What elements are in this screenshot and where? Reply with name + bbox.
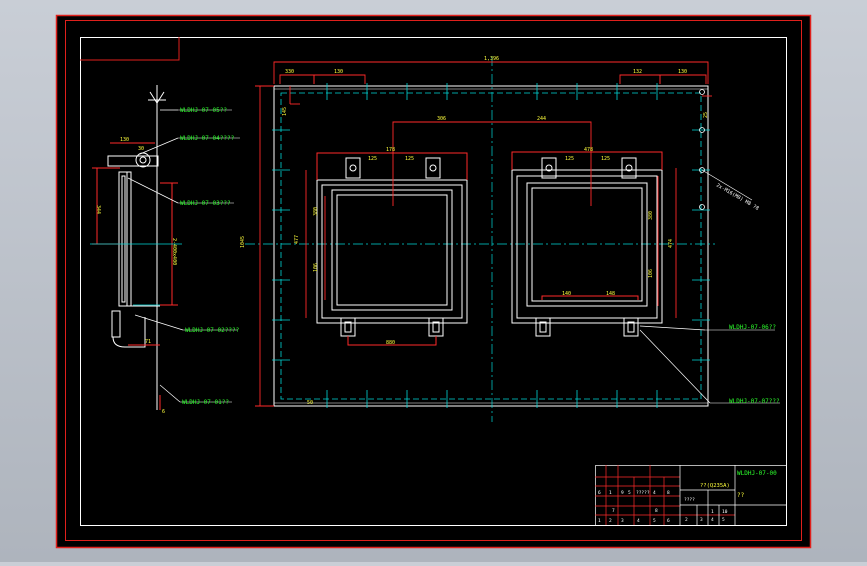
sheet-background	[56, 15, 811, 548]
dim-top-left-b: 130	[334, 69, 343, 75]
section-small-dim: 30	[138, 146, 144, 152]
outer-frame	[55, 14, 812, 549]
dim-lug-d: 125	[601, 156, 610, 162]
dim-overall-width: 1,396	[484, 56, 499, 62]
title-row1-1: 1	[609, 490, 612, 496]
callout-part-01: WLDHJ-07-01??	[182, 399, 229, 406]
bottom-row-3: 4	[637, 518, 640, 524]
index-row-0: 2	[685, 517, 688, 523]
dim-top-right-b: 130	[678, 69, 687, 75]
drawing-subtitle: ??	[737, 492, 745, 499]
dim-lug-b: 125	[405, 156, 414, 162]
dim-center-right: 244	[537, 116, 546, 122]
index-row-1: 3	[700, 517, 703, 523]
index-row-2: 4	[711, 517, 714, 523]
index-row-3: 5	[722, 517, 725, 523]
title-row1-6: 8	[667, 490, 670, 496]
dim-edge-b: 50	[307, 400, 313, 406]
section-bottom-dim: 71	[145, 339, 151, 345]
callout-part-02: WLDHJ-07-02????	[185, 327, 240, 334]
dim-center-left: 306	[437, 116, 446, 122]
bottom-row-0: 1	[598, 518, 601, 524]
dim-top-right-a: 132	[633, 69, 642, 75]
dim-left-side: 477	[294, 235, 300, 244]
title-row1-3: 5	[628, 490, 631, 496]
dim-height-total: 1045	[240, 236, 246, 248]
bottom-row-1: 2	[609, 518, 612, 524]
bottom-row-5: 6	[667, 518, 670, 524]
title-row1-5: 4	[653, 490, 656, 496]
red-border	[65, 20, 802, 541]
dim-window-h: 380	[313, 207, 319, 216]
dim-right-far: 474	[668, 239, 674, 248]
callout-part-05: WLDHJ-07-05??	[180, 107, 227, 114]
section-tiny-dim: 6	[162, 409, 165, 415]
dim-left-window-top: 178	[386, 147, 395, 153]
count-cell-1: 1	[711, 509, 714, 515]
dim-right-side-b: 106	[648, 269, 654, 278]
bottom-row-6: 7	[612, 508, 615, 514]
count-cell-0: ????	[684, 497, 695, 503]
dim-edge-a: 25	[703, 112, 709, 118]
dim-lug-a: 125	[368, 156, 377, 162]
section-height-dim: 344	[95, 205, 101, 214]
callout-part-06: WLDHJ-07-06??	[729, 324, 776, 331]
dim-right-window-top: 478	[584, 147, 593, 153]
dim-window-lower: 106	[313, 263, 319, 272]
title-row1-4: ?????	[636, 490, 650, 496]
bottom-row-7: 8	[655, 508, 658, 514]
drawing-frame	[80, 37, 787, 526]
top-left-tab	[80, 37, 180, 61]
material-label: ??(Q235A)	[700, 483, 730, 489]
title-row1-0: 6	[598, 490, 601, 496]
dim-right-bottom-a: 140	[562, 291, 571, 297]
title-row1-2: 9	[621, 490, 624, 496]
dim-top-left-a: 330	[285, 69, 294, 75]
count-cell-2: 10	[722, 509, 728, 515]
drawing-code: WLDHJ-07-00	[737, 470, 777, 477]
section-view	[90, 85, 240, 410]
callout-part-07: WLDHJ-07-07???	[729, 398, 780, 405]
dim-offset-top: 145	[282, 107, 288, 116]
dim-right-side-a: 380	[648, 211, 654, 220]
dim-lug-c: 125	[565, 156, 574, 162]
bottom-row-4: 5	[653, 518, 656, 524]
section-vert-dim: 2-400x400	[171, 238, 177, 265]
dim-right-bottom-b: 148	[606, 291, 615, 297]
bottom-row-2: 3	[621, 518, 624, 524]
title-block	[595, 465, 787, 526]
dim-bottom-lug: 880	[386, 340, 395, 346]
section-width-dim: 130	[120, 137, 129, 143]
callout-part-04: WLDHJ-07-04????	[180, 135, 235, 142]
front-view	[245, 56, 753, 422]
callout-part-03: WLDHJ-07-03???	[180, 200, 231, 207]
